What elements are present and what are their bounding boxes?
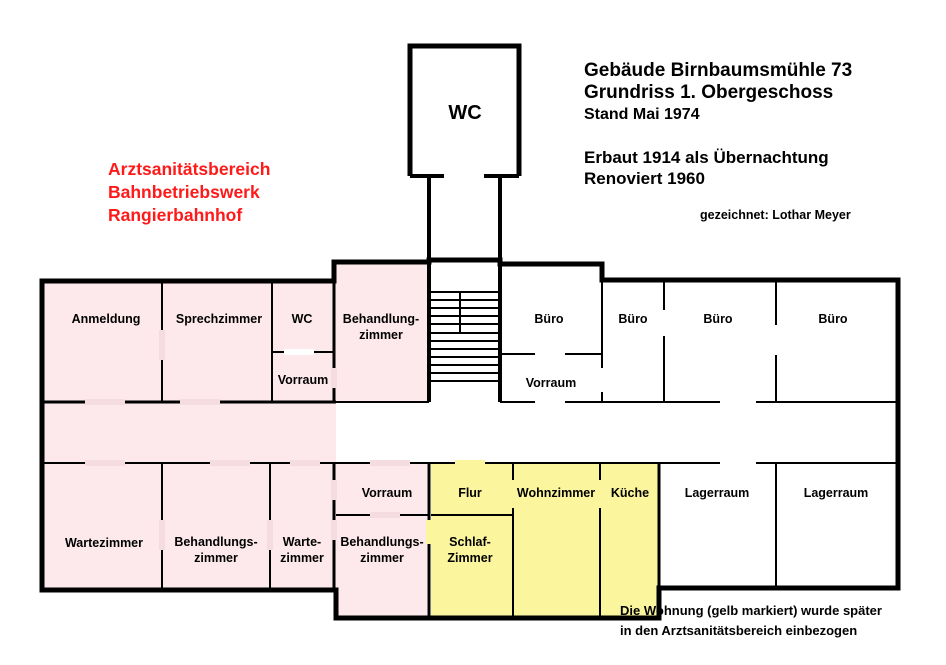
room-vorraum-2: Vorraum [526, 376, 576, 390]
medical-area-fill [42, 281, 336, 590]
title-line4: Erbaut 1914 als Übernachtung [584, 148, 829, 167]
room-behandlungs-2b: zimmer [360, 551, 404, 565]
drawn-by: gezeichnet: Lothar Meyer [700, 208, 851, 222]
room-behandlung-top-2: zimmer [359, 328, 403, 342]
note-line2: in den Arztsanitätsbereich einbezogen [620, 623, 857, 638]
room-anmeldung: Anmeldung [72, 312, 141, 326]
area-line3: Rangierbahnhof [108, 205, 242, 225]
room-behandlungs-1b: zimmer [194, 551, 238, 565]
room-wc-small: WC [292, 312, 313, 326]
room-behandlungs-2a: Behandlungs- [340, 535, 423, 549]
room-schlaf-b: Zimmer [447, 551, 492, 565]
room-vorraum-3: Vorraum [362, 486, 412, 500]
room-warte-a: Warte- [283, 535, 321, 549]
title-line2: Grundriss 1. Obergeschoss [584, 82, 833, 103]
room-buero-3: Büro [703, 312, 733, 326]
room-lagerraum-1: Lagerraum [685, 486, 750, 500]
room-schlaf-a: Schlaf- [449, 535, 491, 549]
stair-treads [429, 291, 500, 382]
room-behandlung-top-1: Behandlung- [343, 312, 419, 326]
title-line3: Stand Mai 1974 [584, 106, 700, 123]
room-buero-1: Büro [534, 312, 564, 326]
apartment-fill [431, 463, 659, 618]
room-warte-b: zimmer [280, 551, 324, 565]
room-kueche: Küche [611, 486, 649, 500]
doors [85, 173, 779, 550]
area-line2: Bahnbetriebswerk [108, 182, 260, 202]
medical-area-fill-behandlung-top [336, 264, 427, 402]
room-sprechzimmer: Sprechzimmer [176, 312, 262, 326]
room-wohnzimmer: Wohnzimmer [517, 486, 595, 500]
room-wc-top: WC [448, 102, 481, 124]
medical-area-fill-behandlung-bottom [336, 463, 427, 618]
room-buero-2: Büro [618, 312, 648, 326]
room-lagerraum-2: Lagerraum [804, 486, 869, 500]
room-buero-4: Büro [818, 312, 848, 326]
wc-tower-wall [407, 43, 522, 176]
room-wartezimmer: Wartezimmer [65, 536, 143, 550]
note-line1: Die Wohnung (gelb markiert) wurde später [620, 603, 882, 618]
room-vorraum-1: Vorraum [278, 373, 328, 387]
area-line1: Arztsanitätsbereich [108, 159, 270, 179]
room-flur: Flur [458, 486, 482, 500]
title-line1: Gebäude Birnbaumsmühle 73 [584, 60, 852, 81]
room-behandlungs-1a: Behandlungs- [174, 535, 257, 549]
title-line5: Renoviert 1960 [584, 169, 705, 188]
